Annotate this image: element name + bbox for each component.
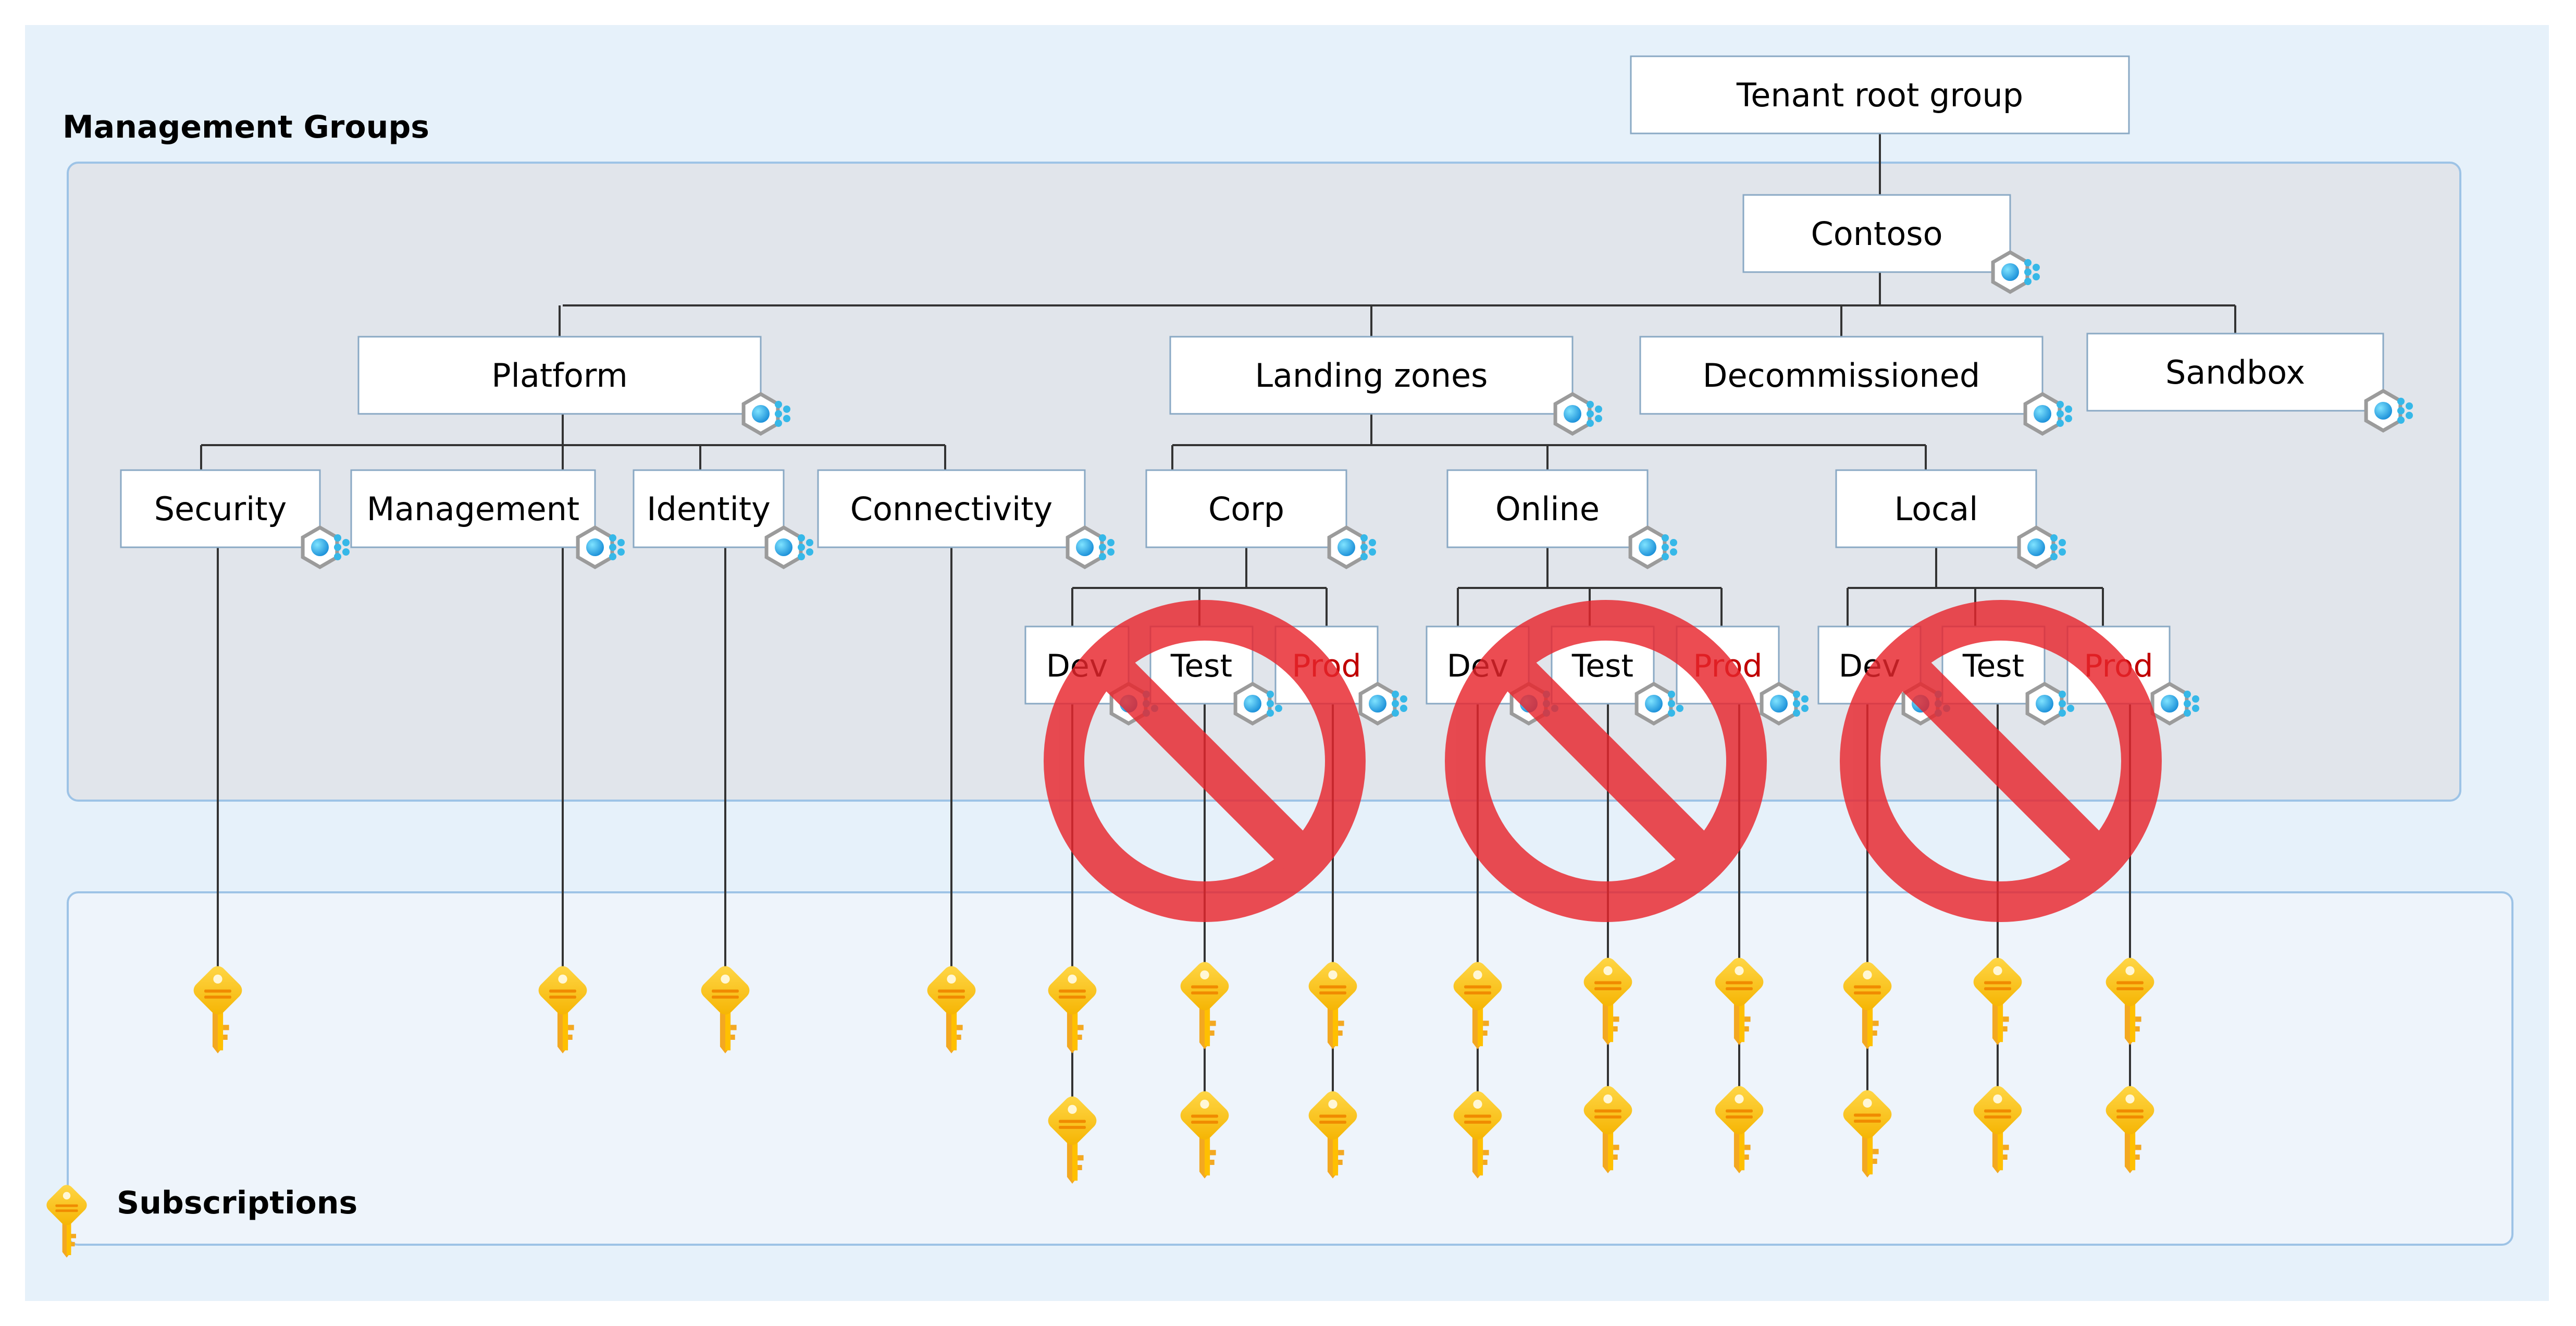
no-entry-icon — [1044, 600, 1366, 922]
node-label: Landing zones — [1255, 357, 1488, 395]
node-box — [633, 469, 785, 548]
subscription-key-icon — [1048, 966, 1097, 1053]
subscription-key-icon — [1843, 962, 1892, 1049]
no-entry-icon — [1840, 600, 2162, 922]
mg-node-local[interactable]: Local — [1835, 469, 2066, 570]
node-box — [1639, 336, 2044, 415]
management-group-icon — [1760, 681, 1809, 726]
management-group-icon — [1066, 525, 1114, 570]
management-group-icon — [1233, 681, 1282, 726]
subscriptions-panel — [67, 891, 2513, 1246]
node-box — [120, 469, 321, 548]
node-label: Test — [1571, 648, 1633, 684]
subscription-key-icon — [1453, 962, 1502, 1049]
mg-node-contoso[interactable]: Contoso — [1742, 194, 2040, 294]
subscription-key-icon — [1843, 1090, 1892, 1177]
subscription-key-icon — [1308, 1091, 1357, 1178]
management-group-icon — [1628, 525, 1677, 570]
node-label: Online — [1495, 490, 1600, 528]
management-group-icon — [576, 525, 625, 570]
subscription-key-icon — [2106, 1086, 2154, 1173]
node-box — [2086, 333, 2384, 412]
management-group-icon — [1553, 391, 1602, 436]
management-group-icon — [2017, 525, 2066, 570]
subscription-key-icon — [1715, 1086, 1764, 1173]
node-label: Test — [1962, 648, 2024, 684]
subscription-key-icon — [701, 966, 750, 1053]
mg-node-landing-zones[interactable]: Landing zones — [1169, 336, 1602, 436]
management-group-icon — [2364, 388, 2413, 433]
management-group-icon — [741, 391, 790, 436]
mg-node-online[interactable]: Online — [1446, 469, 1677, 570]
subscription-key-icon — [1973, 957, 2022, 1045]
node-box — [1835, 469, 2037, 548]
subscription-key-icon — [1308, 962, 1357, 1049]
management-groups-label: Management Groups — [63, 109, 429, 145]
mg-node-identity[interactable]: Identity — [633, 469, 813, 570]
mg-node-security[interactable]: Security — [120, 469, 350, 570]
node-box — [350, 469, 596, 548]
subscriptions-label: Subscriptions — [117, 1185, 357, 1221]
node-box — [1145, 469, 1347, 548]
management-group-icon — [301, 525, 350, 570]
management-group-icon — [1358, 681, 1407, 726]
mg-node-tenant-root[interactable]: Tenant root group — [1630, 55, 2130, 134]
subscription-key-icon — [1715, 957, 1764, 1045]
node-label: Local — [1894, 490, 1978, 528]
no-entry-icon — [1445, 600, 1767, 922]
mg-node-corp[interactable]: Corp — [1145, 469, 1376, 570]
node-label: Sandbox — [2165, 353, 2305, 391]
management-group-icon — [1327, 525, 1376, 570]
mg-node-management[interactable]: Management — [350, 469, 625, 570]
node-label: Contoso — [1811, 215, 1943, 253]
management-group-icon — [1634, 681, 1683, 726]
subscription-key-icon — [1973, 1086, 2022, 1173]
node-box — [1446, 469, 1649, 548]
mg-node-platform[interactable]: Platform — [357, 336, 790, 436]
node-label: Management — [367, 490, 579, 528]
subscription-key-icon — [927, 966, 976, 1053]
mg-node-sandbox[interactable]: Sandbox — [2086, 333, 2413, 433]
node-box — [1630, 55, 2130, 134]
management-group-icon — [764, 525, 813, 570]
node-box — [357, 336, 762, 415]
subscription-key-icon — [193, 966, 242, 1053]
mg-node-decommissioned[interactable]: Decommissioned — [1639, 336, 2072, 436]
node-box — [1742, 194, 2011, 273]
node-label: Identity — [647, 490, 771, 528]
node-label: Tenant root group — [1736, 76, 2023, 114]
subscription-key-icon — [1583, 957, 1632, 1045]
subscription-key-icon — [2106, 957, 2154, 1045]
subscription-key-icon — [1180, 1091, 1229, 1178]
mg-node-connectivity[interactable]: Connectivity — [817, 469, 1114, 570]
subscription-key-icon — [538, 966, 587, 1053]
subscription-key-icon — [1453, 1091, 1502, 1178]
node-label: Test — [1170, 648, 1232, 684]
node-label: Platform — [491, 357, 627, 395]
management-group-icon — [2023, 391, 2072, 436]
node-label: Connectivity — [850, 490, 1053, 528]
node-box — [1169, 336, 1574, 415]
subscription-key-icon — [1583, 1086, 1632, 1173]
node-box — [817, 469, 1086, 548]
node-label: Decommissioned — [1703, 357, 1980, 395]
subscription-key-icon — [46, 1185, 87, 1258]
node-label: Corp — [1208, 490, 1284, 528]
subscription-key-icon — [1048, 1096, 1097, 1184]
management-group-icon — [2150, 681, 2199, 726]
node-label: Security — [154, 490, 287, 528]
subscription-key-icon — [1180, 962, 1229, 1049]
management-group-icon — [1991, 250, 2040, 294]
